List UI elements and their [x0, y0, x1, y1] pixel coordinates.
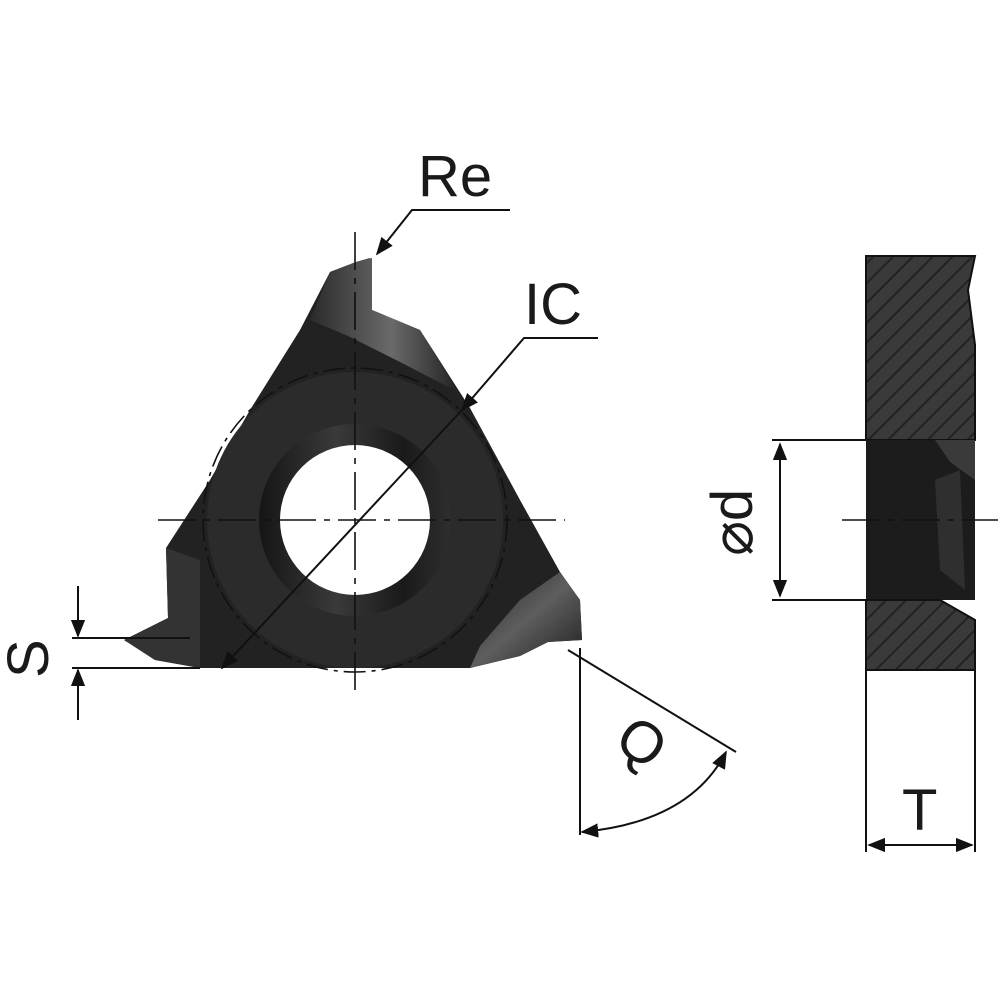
right-tip-face — [470, 572, 582, 668]
ic-label: IC — [524, 272, 582, 337]
bore-chamfer-side — [935, 440, 975, 480]
d-label: ⌀d — [700, 489, 765, 556]
ic-diameter-line — [220, 409, 463, 670]
ic-leader — [460, 337, 598, 412]
top-tip-face — [310, 258, 458, 392]
section-lower-outline — [865, 670, 976, 852]
section-top-hatch — [865, 255, 977, 441]
insert-front-view: S Re IC Q — [0, 144, 737, 838]
left-tip-face — [124, 548, 200, 668]
q-label: Q — [604, 703, 679, 782]
s-label: S — [0, 639, 61, 678]
insert-side-section: ⌀d T — [700, 255, 998, 853]
bore-highlight — [935, 470, 965, 590]
section-bottom-hatch — [865, 599, 976, 671]
t-label: T — [902, 778, 937, 843]
q-ext-slanted — [567, 649, 737, 753]
re-leader — [375, 209, 510, 256]
q-arc — [580, 750, 727, 838]
re-label: Re — [418, 144, 492, 209]
